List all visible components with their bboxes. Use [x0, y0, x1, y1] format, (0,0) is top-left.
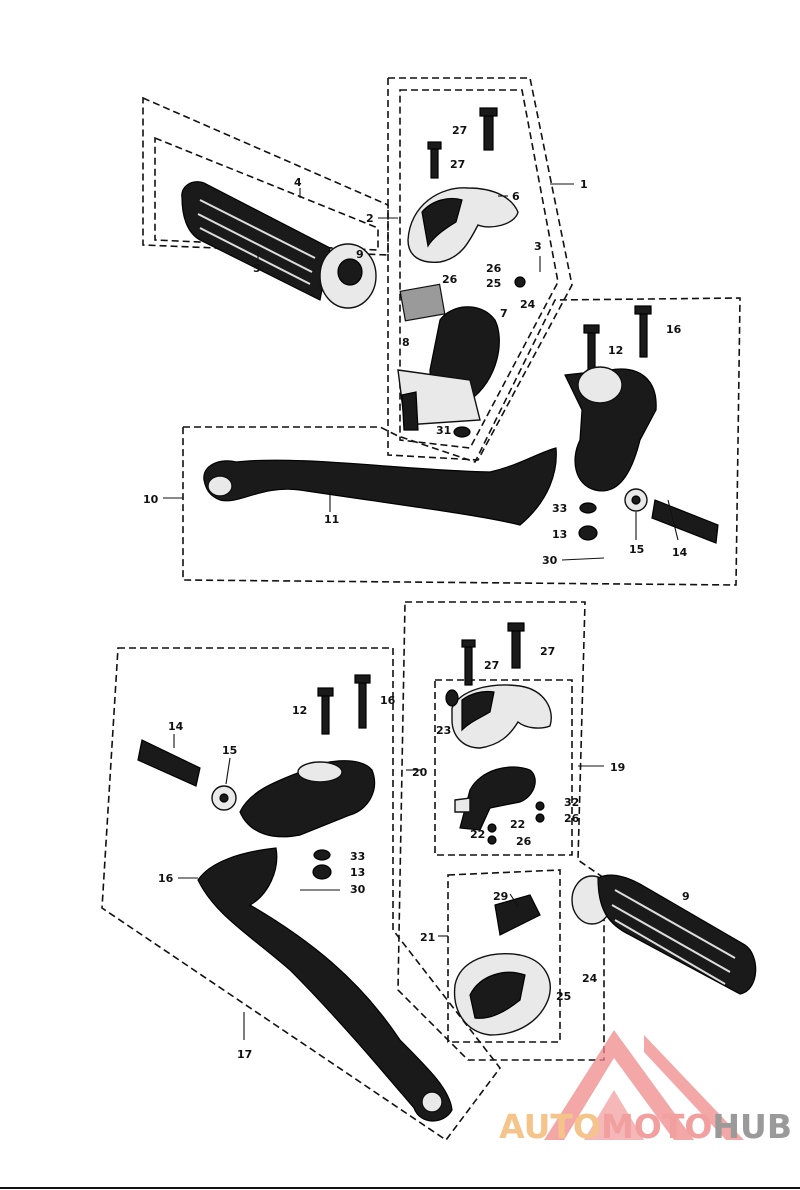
callout-5: 5	[253, 262, 261, 275]
callout-lower-19: 19	[610, 761, 625, 774]
upper-brake-lever	[203, 447, 557, 526]
lower-small-parts	[300, 849, 340, 891]
lower-screws	[317, 622, 525, 735]
callout-lower-32: 32	[564, 796, 579, 809]
callout-lower-26b: 26	[516, 835, 532, 848]
callout-lower-20: 20	[412, 766, 428, 779]
lower-handle-grip	[571, 874, 757, 995]
callout-3: 3	[534, 240, 542, 253]
callout-lower-16a: 16	[380, 694, 396, 707]
callout-4: 4	[294, 176, 302, 189]
upper-callout-labels: 1 2 3 4 5 6 7 8 9 10 11 12 13 14 15 16 2…	[143, 124, 688, 567]
callout-lower-26a: 26	[564, 812, 580, 825]
callout-14: 14	[672, 546, 688, 559]
callout-lower-9: 9	[682, 890, 690, 903]
callout-27a: 27	[452, 124, 467, 137]
upper-housing-top	[407, 187, 519, 263]
upper-small-parts	[561, 488, 719, 561]
callout-lower-24: 24	[582, 972, 598, 985]
lower-housing-top	[445, 684, 552, 749]
watermark-text: AUTOMOTOHUB	[499, 1107, 792, 1146]
callout-30: 30	[542, 554, 558, 567]
callout-lower-17: 17	[237, 1048, 252, 1061]
lower-group-outlines	[101, 601, 605, 1142]
callout-24: 24	[520, 298, 536, 311]
callout-lower-13: 13	[350, 866, 365, 879]
callout-lower-16b: 16	[158, 872, 174, 885]
callout-2: 2	[366, 212, 374, 225]
callout-26a: 26	[442, 273, 458, 286]
lower-clutch-lever	[197, 847, 453, 1122]
callout-12: 12	[608, 344, 623, 357]
callout-33: 33	[552, 502, 567, 515]
callout-7: 7	[500, 307, 508, 320]
callout-15: 15	[629, 543, 644, 556]
callout-6: 6	[512, 190, 520, 203]
callout-lower-14: 14	[168, 720, 184, 733]
upper-group-outlines	[142, 77, 741, 586]
callout-lower-22a: 22	[470, 828, 485, 841]
watermark-auto: AUTO	[499, 1107, 601, 1146]
callout-9: 9	[356, 248, 364, 261]
lower-lever-holder	[137, 739, 376, 838]
lower-callout-labels: 9 12 13 14 15 16 16 17 19 20 21 22 22 23…	[158, 645, 690, 1061]
lower-switch-body	[454, 766, 545, 845]
callout-lower-29: 29	[493, 890, 508, 903]
callout-1: 1	[580, 178, 588, 191]
callout-lower-21: 21	[420, 931, 435, 944]
upper-throttle-grip	[181, 181, 377, 309]
callout-31: 31	[436, 424, 451, 437]
callout-13: 13	[552, 528, 567, 541]
upper-lever-holder	[564, 305, 657, 492]
callout-27b: 27	[450, 158, 465, 171]
callout-lower-30: 30	[350, 883, 366, 896]
callout-10: 10	[143, 493, 159, 506]
lower-housing-bottom	[453, 894, 551, 1036]
callout-lower-12: 12	[292, 704, 307, 717]
callout-16: 16	[666, 323, 682, 336]
callout-lower-15: 15	[222, 744, 237, 757]
callout-lower-27b: 27	[540, 645, 555, 658]
upper-leader-lines	[163, 183, 679, 541]
callout-8: 8	[402, 336, 410, 349]
callout-11: 11	[324, 513, 339, 526]
callout-lower-25: 25	[556, 990, 571, 1003]
lower-leader-lines	[173, 734, 604, 1040]
callout-lower-23: 23	[436, 724, 451, 737]
callout-25: 25	[486, 277, 501, 290]
callout-lower-22b: 22	[510, 818, 525, 831]
callout-lower-27a: 27	[484, 659, 499, 672]
upper-screws-27	[427, 107, 498, 179]
callout-lower-33: 33	[350, 850, 365, 863]
watermark-moto: MOTO	[600, 1107, 713, 1146]
watermark-logo	[544, 1030, 744, 1140]
upper-housing-lower	[397, 276, 526, 438]
callout-26b: 26	[486, 262, 502, 275]
watermark-hub: HUB	[712, 1107, 792, 1146]
